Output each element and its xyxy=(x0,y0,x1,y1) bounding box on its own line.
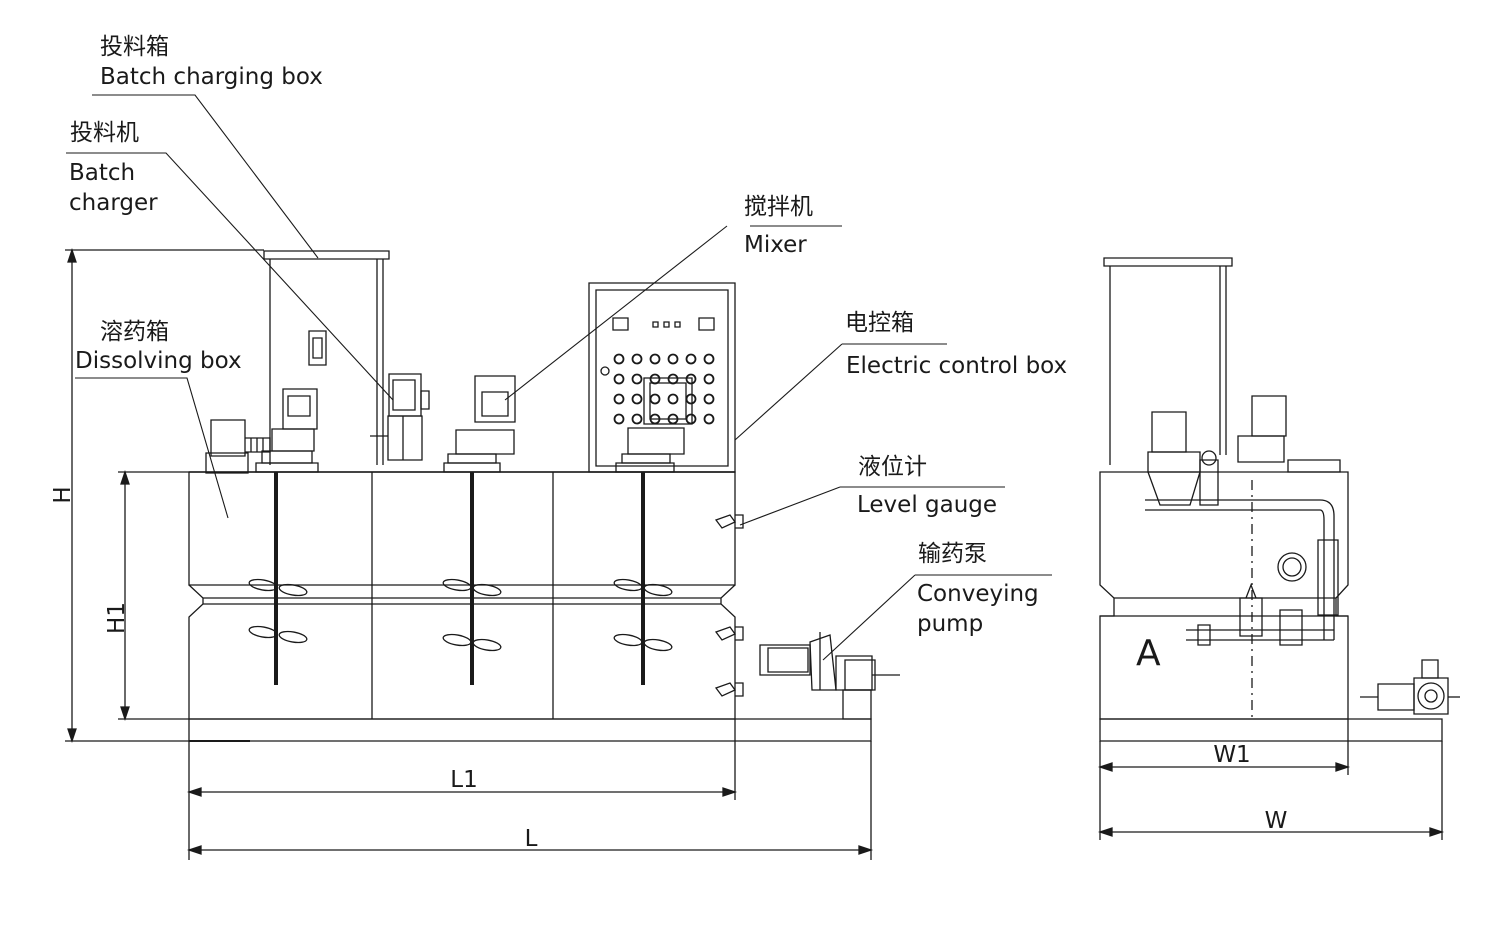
control-button-dot xyxy=(651,355,660,364)
conveying-pump xyxy=(760,632,900,719)
level-gauge-en: Level gauge xyxy=(857,492,998,518)
batch-charger-motor xyxy=(206,420,270,473)
side-piping xyxy=(1145,451,1338,720)
batch-charger-en-line1: Batch xyxy=(69,160,136,186)
control-button-dot xyxy=(615,355,624,364)
control-button-dot xyxy=(669,415,678,424)
control-button-dot xyxy=(687,415,696,424)
dimension-w xyxy=(1100,741,1442,840)
batch-charger-drive xyxy=(370,374,429,460)
side-mixer xyxy=(1238,396,1340,472)
control-button-dot xyxy=(651,395,660,404)
control-button-dot xyxy=(669,395,678,404)
batch-charger-cn: 投料机 xyxy=(70,120,139,146)
batch-charging-box xyxy=(264,251,389,465)
level-gauge-valves xyxy=(716,515,743,696)
conveying-pump-en-line2: pump xyxy=(917,611,984,637)
mixer-cn: 搅拌机 xyxy=(744,194,813,220)
side-charger xyxy=(1148,412,1200,505)
control-button-dot xyxy=(615,375,624,384)
mixer-1 xyxy=(248,389,318,685)
front-view xyxy=(65,95,1052,860)
control-button-dot xyxy=(651,375,660,384)
leader-lines xyxy=(66,95,1052,660)
view-a-label: A xyxy=(1136,633,1161,674)
dimension-l1 xyxy=(189,719,735,860)
base-skid xyxy=(189,719,871,741)
control-button-dot xyxy=(633,415,642,424)
control-button-dot xyxy=(615,415,624,424)
dissolving-box-en: Dissolving box xyxy=(75,348,242,374)
control-button-dot xyxy=(633,395,642,404)
electric-control-box-en: Electric control box xyxy=(846,353,1068,379)
control-button-dot xyxy=(633,355,642,364)
batch-charging-box-en: Batch charging box xyxy=(100,64,323,90)
control-button-dot xyxy=(651,415,660,424)
control-button-dot xyxy=(669,355,678,364)
side-view xyxy=(1100,258,1460,840)
dimension-h xyxy=(65,250,264,741)
side-base xyxy=(1100,719,1442,741)
control-button-dot xyxy=(633,375,642,384)
control-button-dot xyxy=(669,375,678,384)
dim-label-h: H xyxy=(50,486,76,503)
control-button-dot xyxy=(687,355,696,364)
side-tank xyxy=(1100,472,1348,719)
control-button-dot xyxy=(687,395,696,404)
control-button-dot xyxy=(705,395,714,404)
control-button-dot xyxy=(687,375,696,384)
dissolving-box-cn: 溶药箱 xyxy=(100,319,169,345)
control-button-dot xyxy=(705,415,714,424)
dimension-l xyxy=(189,741,871,860)
conveying-pump-cn: 输药泵 xyxy=(918,541,987,567)
control-buttons xyxy=(615,355,714,424)
dim-label-l1: L1 xyxy=(450,767,477,793)
conveying-pump-en-line1: Conveying xyxy=(917,581,1039,607)
mixer-3 xyxy=(613,428,684,685)
batch-charging-box-cn: 投料箱 xyxy=(100,34,169,60)
dim-label-h1: H1 xyxy=(104,602,130,634)
electric-control-box-cn: 电控箱 xyxy=(845,310,914,336)
side-batch-box xyxy=(1104,258,1232,465)
mixer-2 xyxy=(442,376,515,685)
level-gauge-cn: 液位计 xyxy=(858,454,927,480)
dissolving-tank xyxy=(189,472,735,719)
dim-label-w1: W1 xyxy=(1213,742,1250,768)
control-button-dot xyxy=(615,395,624,404)
side-pump xyxy=(1360,660,1460,714)
dimension-h1 xyxy=(118,472,189,719)
batch-charger-en-line2: charger xyxy=(69,190,158,216)
control-button-dot xyxy=(705,375,714,384)
control-button-dot xyxy=(705,355,714,364)
mixer-en: Mixer xyxy=(744,232,807,258)
dimension-w1 xyxy=(1100,719,1348,840)
dim-label-w: W xyxy=(1265,808,1288,834)
dim-label-l: L xyxy=(525,826,538,852)
